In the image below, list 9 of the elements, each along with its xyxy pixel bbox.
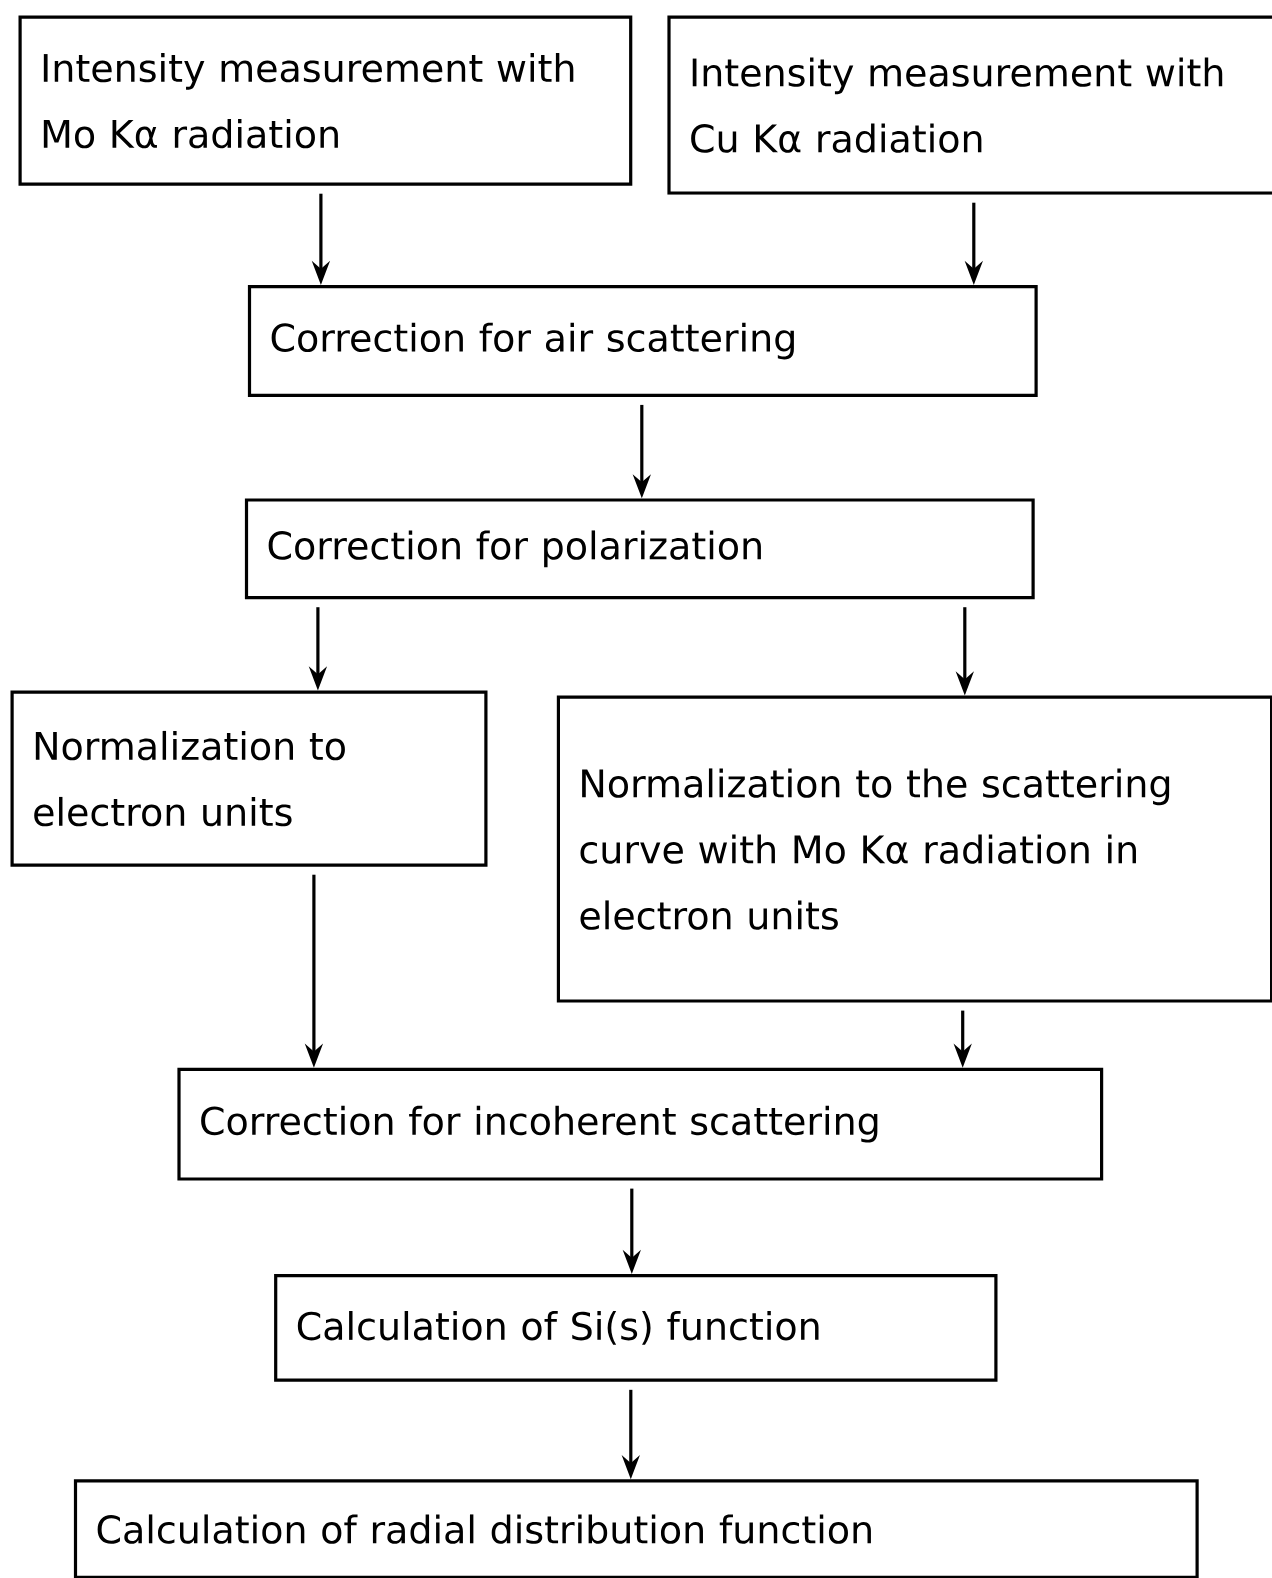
process-box: Correction for incoherent scattering <box>177 1067 1104 1181</box>
process-box: Intensity measurement with Cu Kα radiation <box>667 15 1272 195</box>
process-box: Calculation of radial distribution function <box>73 1479 1199 1578</box>
process-box: Correction for air scattering <box>247 285 1038 397</box>
process-box: Calculation of Si(s) function <box>274 1274 998 1382</box>
process-box: Normalization to the scattering curve with Mo Kα radiation in electron units <box>556 695 1272 1003</box>
process-box: Intensity measurement with Mo Kα radiation <box>18 15 633 186</box>
process-box: Correction for polarization <box>244 498 1035 600</box>
process-box: Normalization to electron units <box>10 690 488 867</box>
